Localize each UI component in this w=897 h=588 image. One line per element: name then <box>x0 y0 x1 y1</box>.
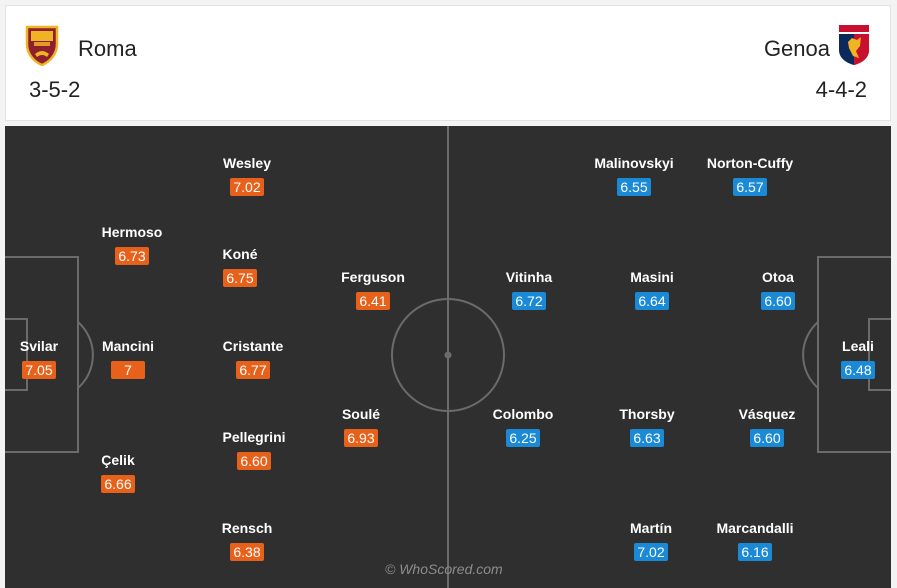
player-rating: 6.73 <box>115 247 149 265</box>
player-name: Svilar <box>19 338 59 354</box>
player-name: Koné <box>222 246 258 262</box>
player-away-5[interactable]: Marcandalli 6.16 <box>690 520 820 562</box>
roma-crest-icon[interactable] <box>24 24 60 66</box>
player-rating: 6.64 <box>635 292 669 310</box>
player-name: Soulé <box>341 406 381 422</box>
player-name: Malinovskyi <box>594 155 674 171</box>
player-rating: 6.16 <box>738 543 772 561</box>
match-header: Roma 3-5-2 Genoa 4-4-2 <box>5 5 891 121</box>
player-name: Pellegrini <box>222 429 286 445</box>
player-away-1[interactable]: Leali 6.48 <box>793 338 891 380</box>
player-away-7[interactable]: Masini 6.64 <box>587 269 717 311</box>
player-name: Norton-Cuffy <box>706 155 794 171</box>
pitch-lines <box>5 126 891 588</box>
player-name: Colombo <box>492 406 554 422</box>
player-away-6[interactable]: Malinovskyi 6.55 <box>569 155 699 197</box>
player-name: Vásquez <box>738 406 796 422</box>
player-away-3[interactable]: Otoa 6.60 <box>713 269 843 311</box>
player-rating: 6.75 <box>223 269 257 287</box>
whoscored-watermark: © WhoScored.com <box>385 561 503 577</box>
player-home-3[interactable]: Mancini 7 <box>63 338 193 380</box>
player-name: Rensch <box>221 520 273 536</box>
player-home-6[interactable]: Koné 6.75 <box>175 246 305 288</box>
player-name: Marcandalli <box>716 520 794 536</box>
player-rating: 7.02 <box>230 178 264 196</box>
player-rating: 6.66 <box>101 475 135 493</box>
player-name: Hermoso <box>101 224 163 240</box>
player-rating: 6.60 <box>237 452 271 470</box>
player-away-10[interactable]: Vitinha 6.72 <box>464 269 594 311</box>
player-away-8[interactable]: Thorsby 6.63 <box>582 406 712 448</box>
player-home-9[interactable]: Rensch 6.38 <box>182 520 312 562</box>
away-formation: 4-4-2 <box>815 77 867 102</box>
player-home-11[interactable]: Soulé 6.93 <box>296 406 426 448</box>
player-name: Thorsby <box>619 406 675 422</box>
player-name: Martín <box>630 520 672 536</box>
player-rating: 6.77 <box>236 361 270 379</box>
player-name: Mancini <box>101 338 155 354</box>
player-rating: 6.57 <box>733 178 767 196</box>
player-rating: 6.41 <box>356 292 390 310</box>
player-rating: 6.48 <box>841 361 875 379</box>
player-name: Çelik <box>101 452 135 468</box>
player-home-10[interactable]: Ferguson 6.41 <box>308 269 438 311</box>
player-away-11[interactable]: Colombo 6.25 <box>458 406 588 448</box>
player-name: Wesley <box>223 155 271 171</box>
player-rating: 6.25 <box>506 429 540 447</box>
player-name: Vitinha <box>505 269 553 285</box>
player-home-2[interactable]: Hermoso 6.73 <box>67 224 197 266</box>
player-rating: 6.55 <box>617 178 651 196</box>
player-home-5[interactable]: Wesley 7.02 <box>182 155 312 197</box>
player-away-9[interactable]: Martín 7.02 <box>586 520 716 562</box>
player-name: Otoa <box>762 269 794 285</box>
player-home-7[interactable]: Cristante 6.77 <box>188 338 318 380</box>
player-rating: 7.05 <box>22 361 56 379</box>
player-rating: 6.72 <box>512 292 546 310</box>
player-name: Masini <box>630 269 674 285</box>
home-team-name[interactable]: Roma <box>78 36 137 61</box>
genoa-crest-icon[interactable] <box>838 24 870 66</box>
player-home-8[interactable]: Pellegrini 6.60 <box>189 429 319 471</box>
player-home-4[interactable]: Çelik 6.66 <box>53 452 183 494</box>
player-name: Cristante <box>222 338 284 354</box>
player-rating: 6.93 <box>344 429 378 447</box>
home-formation: 3-5-2 <box>29 77 81 102</box>
player-name: Ferguson <box>341 269 405 285</box>
player-rating: 6.38 <box>230 543 264 561</box>
pitch: Svilar 7.05 Hermoso 6.73 Mancini 7 Çelik… <box>5 126 891 588</box>
player-home-1[interactable]: Svilar 7.05 <box>5 338 104 380</box>
player-rating: 7 <box>111 361 145 379</box>
player-rating: 6.60 <box>761 292 795 310</box>
away-team-name[interactable]: Genoa <box>763 36 830 61</box>
player-away-2[interactable]: Norton-Cuffy 6.57 <box>685 155 815 197</box>
player-rating: 6.60 <box>750 429 784 447</box>
player-name: Leali <box>842 338 874 354</box>
player-rating: 7.02 <box>634 543 668 561</box>
player-rating: 6.63 <box>630 429 664 447</box>
player-away-4[interactable]: Vásquez 6.60 <box>702 406 832 448</box>
